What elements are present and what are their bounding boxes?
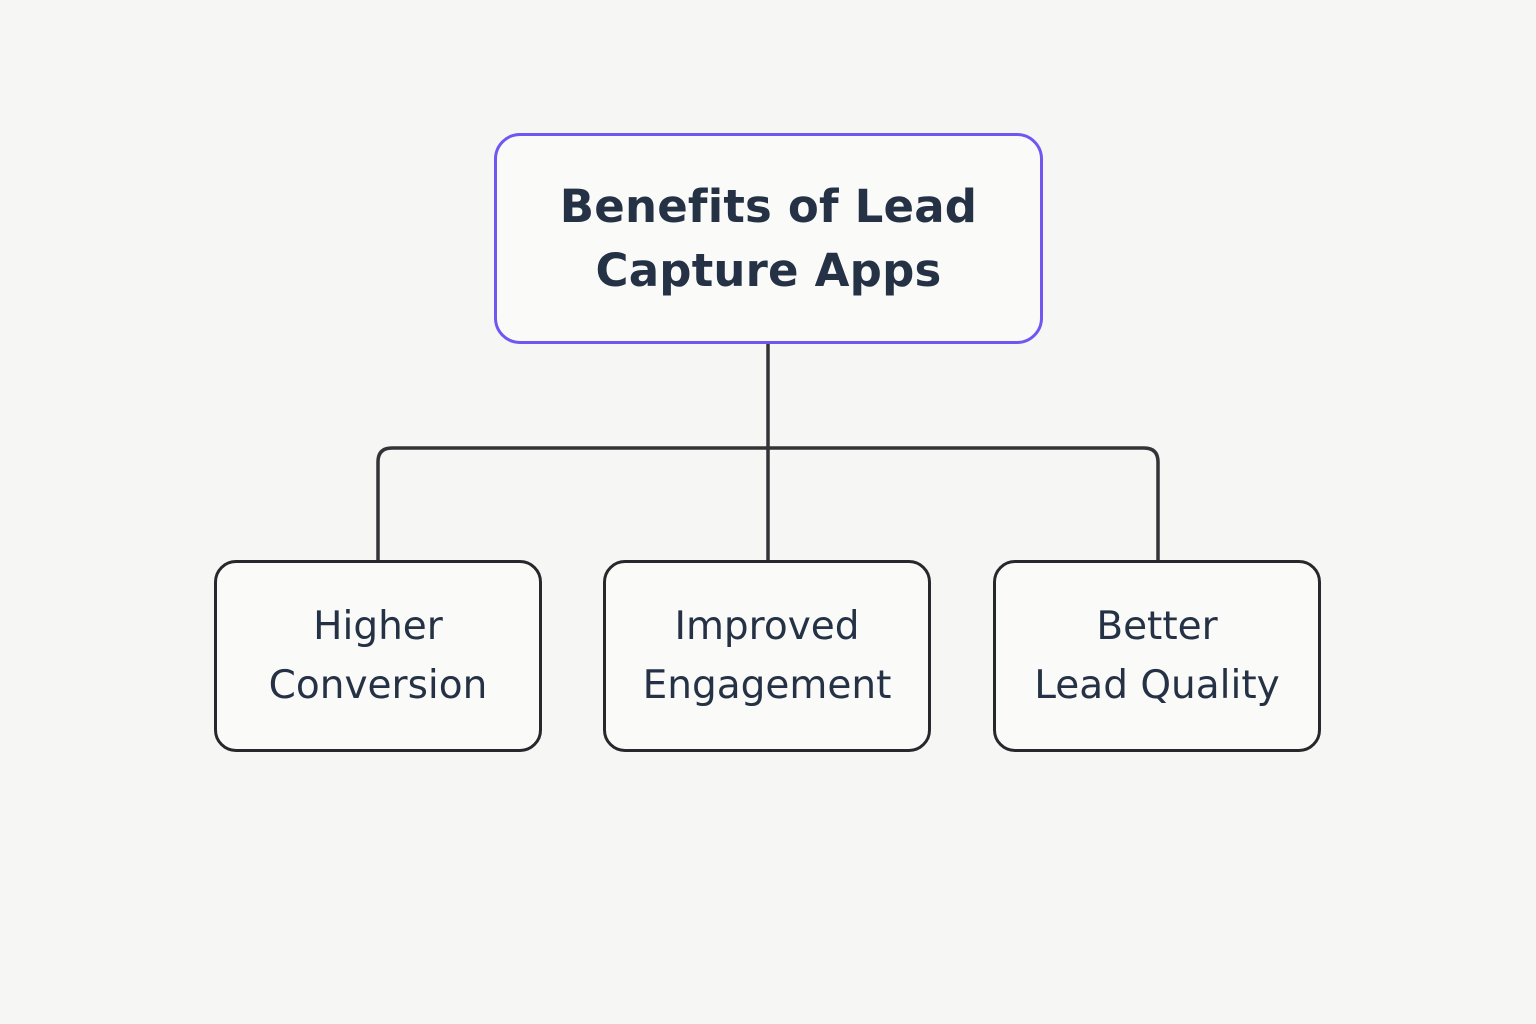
root-node-label-line1: Benefits of Lead bbox=[559, 179, 978, 233]
child-node-improved-engagement: Improved Engagement bbox=[603, 560, 931, 752]
child-node-label-line2: Lead Quality bbox=[1034, 663, 1280, 708]
root-node-benefits: Benefits of Lead Capture Apps bbox=[494, 133, 1043, 344]
child-node-label-line2: Engagement bbox=[642, 663, 892, 708]
child-node-label-line1: Improved bbox=[674, 604, 860, 649]
child-node-better-lead-quality: Better Lead Quality bbox=[993, 560, 1321, 752]
child-node-label-line2: Conversion bbox=[268, 663, 488, 708]
child-node-label-line1: Higher bbox=[313, 604, 443, 649]
connector-rail bbox=[376, 446, 1160, 560]
root-node-label-line2: Capture Apps bbox=[595, 243, 942, 297]
child-node-higher-conversion: Higher Conversion bbox=[214, 560, 542, 752]
child-node-label-line1: Better bbox=[1096, 604, 1218, 649]
